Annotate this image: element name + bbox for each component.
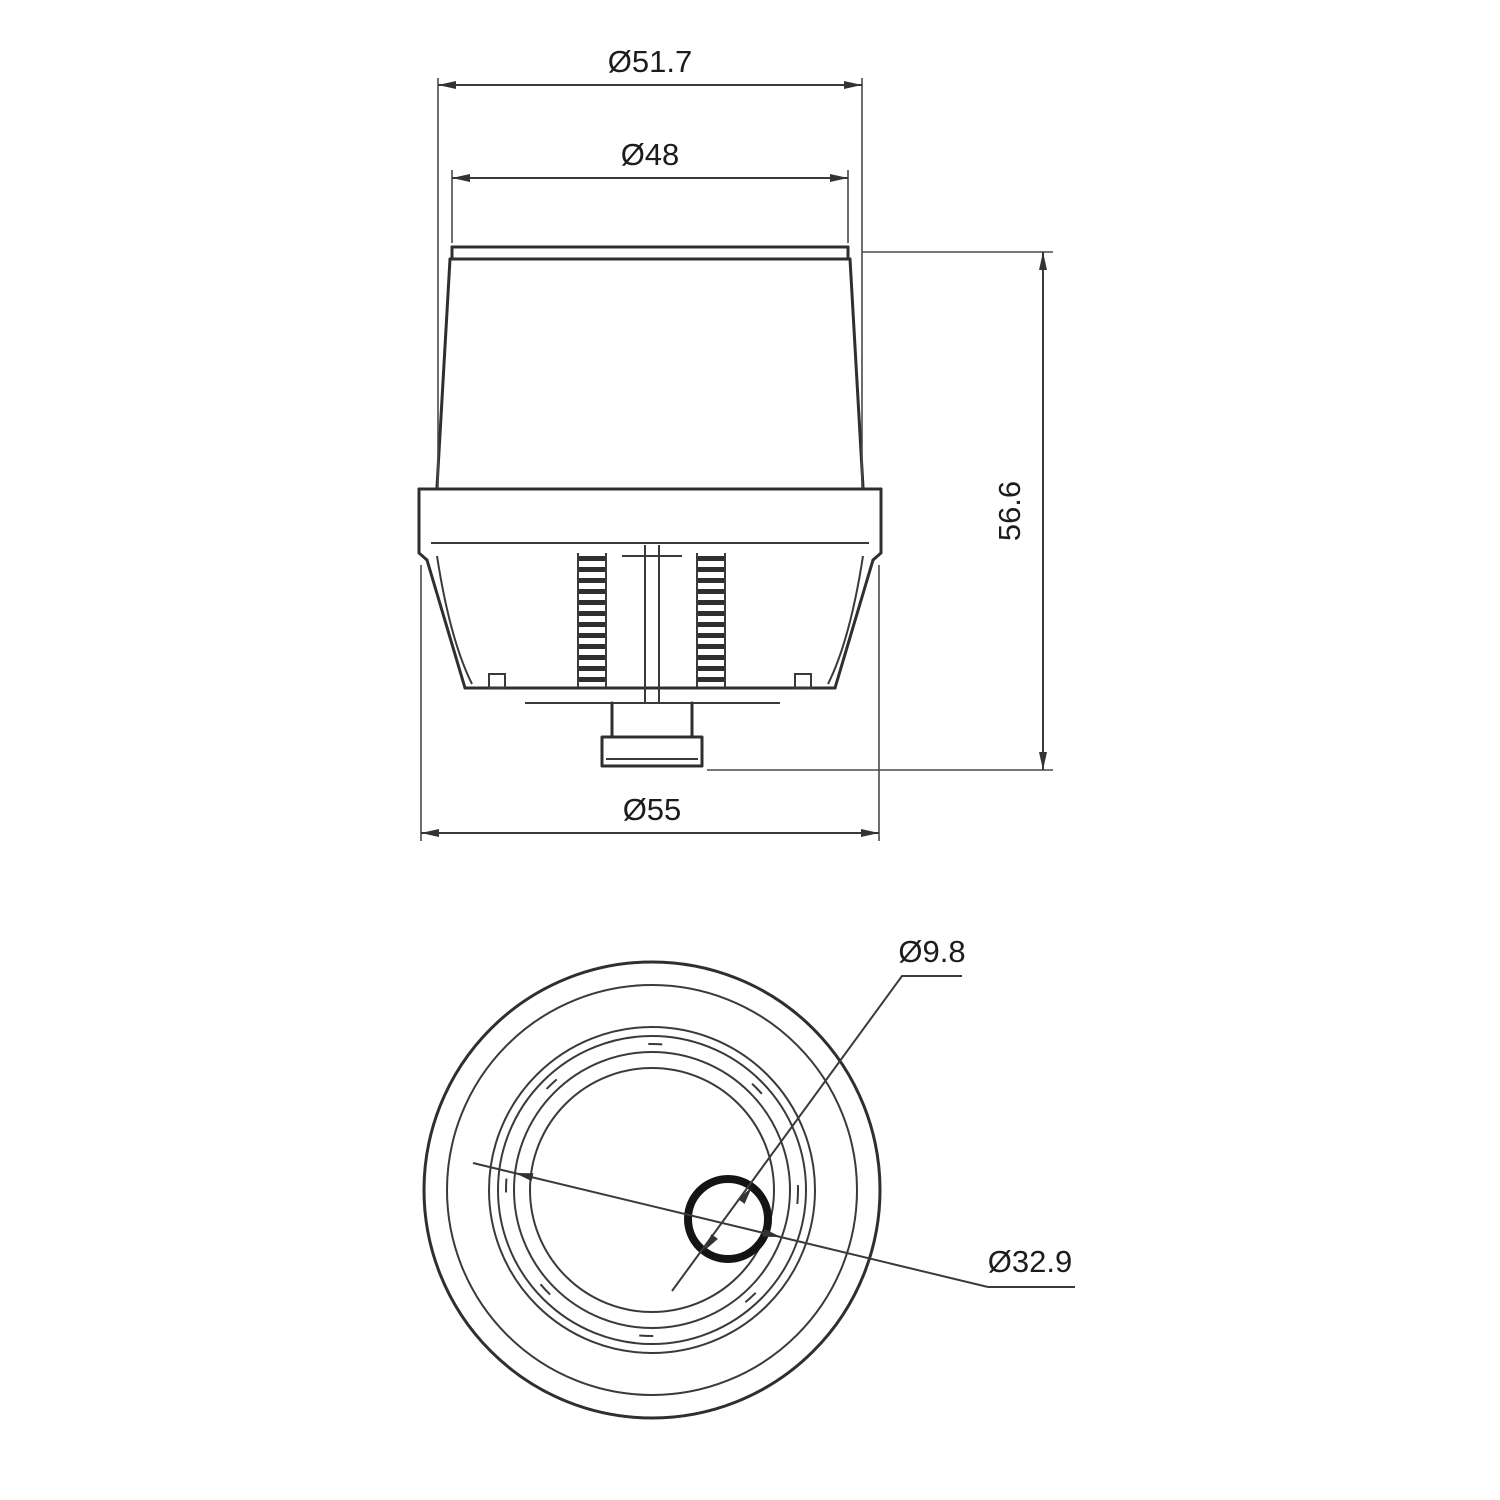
innermost-circle: [529, 1067, 775, 1313]
concentric-circles: [422, 960, 882, 1420]
arrow-icon: [844, 81, 862, 89]
dim-label-55: Ø55: [623, 792, 682, 827]
leader-9-8-line: [671, 975, 962, 1292]
ring-circle-1: [488, 1026, 816, 1354]
dim-55: Ø55: [420, 565, 880, 841]
collar-right: [871, 487, 883, 562]
hole-9-8-circle: [684, 1175, 772, 1263]
arrow-icon: [515, 1173, 534, 1182]
dim-label-32-9: Ø32.9: [988, 1244, 1072, 1279]
bottom-plan-view: Ø9.8 Ø32.9: [422, 934, 1075, 1420]
bowl-wall-left: [425, 558, 467, 690]
stem-base: [600, 735, 704, 768]
arrow-icon: [452, 174, 470, 182]
arrow-icon: [421, 829, 439, 837]
thread-tick-circle: [505, 1043, 799, 1337]
arrow-icon: [738, 1187, 752, 1204]
arrow-icon: [438, 81, 456, 89]
dim-label-9-8: Ø9.8: [898, 934, 965, 969]
ring-circle-2: [497, 1035, 807, 1345]
bowl-inner-wall-left: [436, 555, 473, 685]
outer-rim-circle: [422, 960, 882, 1420]
inner-diameter-circle: [513, 1051, 791, 1329]
dim-label-51-7: Ø51.7: [608, 44, 692, 79]
leader-32-9: Ø32.9: [472, 1162, 1075, 1288]
dim-48: Ø48: [451, 137, 849, 243]
cap-side-left: [435, 257, 452, 489]
foot-tab-left: [488, 673, 506, 689]
collar-left: [417, 487, 429, 562]
rim-inner-circle: [446, 984, 858, 1396]
arrow-icon: [1039, 752, 1047, 770]
center-column: [622, 545, 682, 703]
foot-tab-right: [794, 673, 812, 689]
arrow-icon: [704, 1234, 718, 1251]
bowl-wall-right: [833, 558, 875, 690]
dim-label-56-6: 56.6: [992, 481, 1027, 541]
cap-side-right: [848, 257, 865, 489]
bowl-inner-wall-right: [827, 555, 864, 685]
leader-9-8: Ø9.8: [671, 934, 966, 1292]
thread-section: [577, 553, 726, 687]
arrow-icon: [762, 1228, 781, 1237]
cap-outline: [435, 245, 865, 489]
collar-outline: [417, 487, 883, 562]
dim-51-7: Ø51.7: [437, 44, 863, 488]
arrow-icon: [830, 174, 848, 182]
dim-label-48: Ø48: [621, 137, 680, 172]
bottom-stem: [600, 701, 704, 768]
front-section-view: Ø51.7 Ø48 56.6: [417, 44, 1053, 841]
arrow-icon: [861, 829, 879, 837]
lower-body: [425, 555, 875, 704]
leader-32-9-line: [472, 1162, 989, 1288]
arrow-icon: [1039, 252, 1047, 270]
dim-56-6: 56.6: [707, 251, 1053, 771]
